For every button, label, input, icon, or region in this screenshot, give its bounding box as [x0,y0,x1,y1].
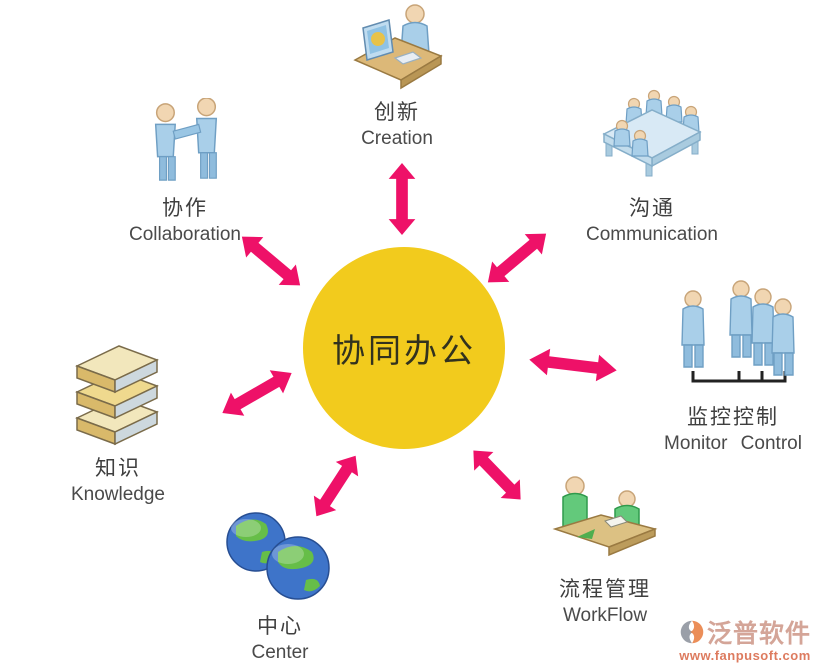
twin-globes-icon [170,510,390,604]
node-workflow-label-zh: 流程管理 [559,578,651,601]
watermark-brand-text: 泛普软件 [706,620,811,648]
meeting-table-icon [542,88,762,186]
node-monitor-control-label-zh: 监控控制 [687,406,779,429]
node-workflow: 流程管理 WorkFlow [495,475,715,627]
node-creation-label-zh: 创新 [374,101,420,124]
node-center-label-en: Center [251,642,309,663]
handshake-people-icon [75,98,295,186]
node-collaboration-label-en: Collaboration [129,224,241,245]
center-hub-circle: 协同办公 [303,247,505,449]
node-knowledge-label-zh: 知识 [95,457,141,480]
fanpu-logo-icon [679,619,705,645]
watermark-url-text: www.fanpusoft.com [679,648,811,663]
node-center: 中心 Center [170,510,390,664]
node-monitor-control: 监控控制 Monitor Control [623,275,829,455]
arrow-knowledge [222,370,292,416]
node-workflow-label-en: WorkFlow [562,605,648,626]
node-collaboration: 协作 Collaboration [75,98,295,246]
workflow-desk-icon [495,475,715,567]
node-communication-label-en: Communication [586,224,718,245]
node-knowledge-label-en: Knowledge [70,484,166,505]
node-monitor-control-label-en: Monitor Control [664,433,802,454]
node-communication-label-zh: 沟通 [629,197,675,220]
node-collaboration-label-zh: 协作 [162,197,208,220]
node-center-label-zh: 中心 [257,615,303,638]
book-stack-icon [8,330,228,446]
standing-people-icon [623,275,829,395]
arrow-collaboration [241,236,301,286]
person-computer-icon [287,2,507,90]
watermark: 泛普软件 www.fanpusoft.com [666,614,824,663]
arrow-creation [388,163,416,235]
arrow-communication [487,233,547,283]
node-creation-label-en: Creation [361,128,433,149]
node-knowledge: 知识 Knowledge [8,330,228,506]
node-communication: 沟通 Communication [542,88,762,246]
arrow-workflow [473,450,521,500]
center-hub-label: 协同办公 [332,332,476,369]
arrow-monitor-control [529,348,617,382]
arrow-center [313,455,359,517]
node-creation: 创新 Creation [287,2,507,150]
